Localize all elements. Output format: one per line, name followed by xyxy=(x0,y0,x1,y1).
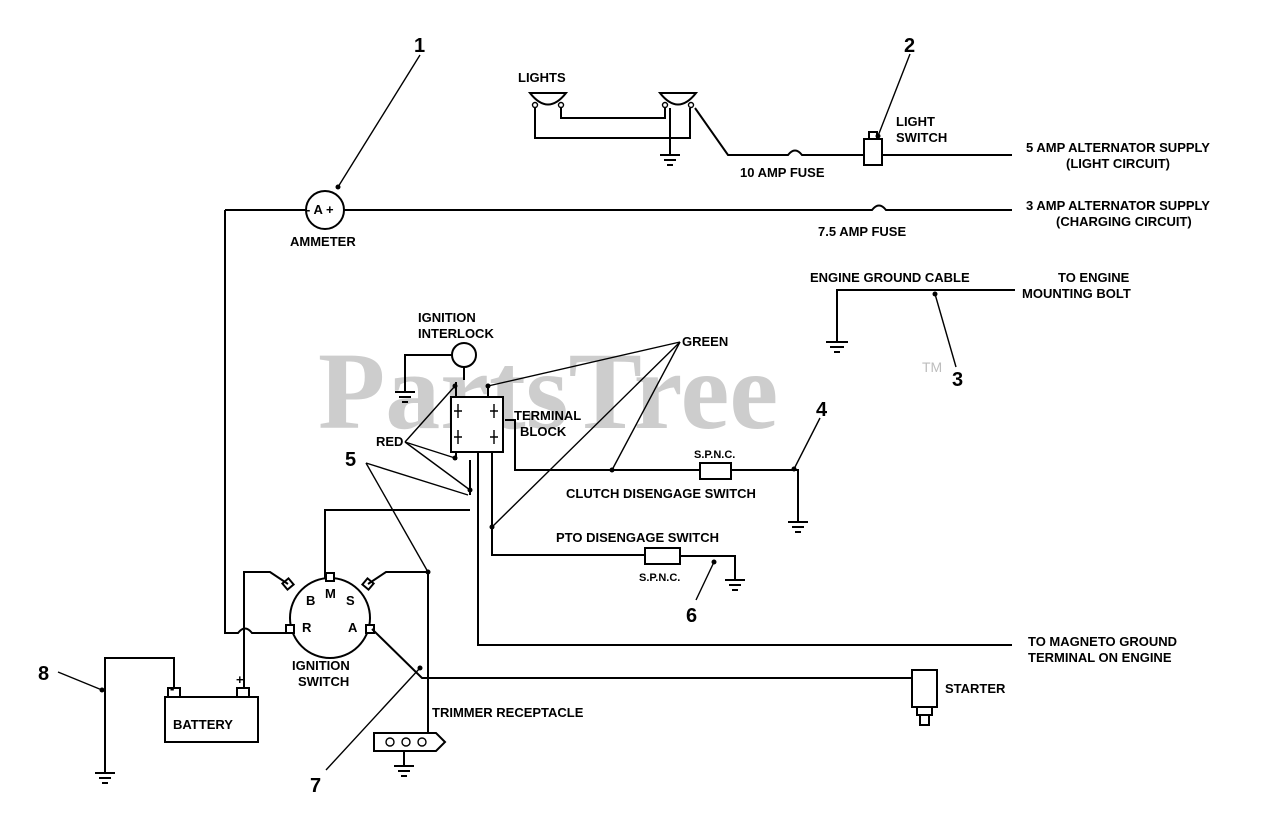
lamp-2-icon xyxy=(657,92,699,106)
magneto-label-2: TERMINAL ON ENGINE xyxy=(1028,650,1172,665)
light-switch-label-1: LIGHT xyxy=(896,114,935,129)
ignition-switch-label-1: IGNITION xyxy=(292,658,350,673)
battery-group xyxy=(95,657,259,784)
light-switch-label-2: SWITCH xyxy=(896,130,947,145)
ign-terminal-b: B xyxy=(306,593,315,608)
callout-1: 1 xyxy=(414,35,425,57)
lights-label: LIGHTS xyxy=(518,70,566,85)
starter-icon xyxy=(911,669,938,708)
battery-label: BATTERY xyxy=(173,717,233,732)
green-wire-label: GREEN xyxy=(682,334,728,349)
ignition-switch-label-2: SWITCH xyxy=(298,674,349,689)
battery-minus: - xyxy=(170,681,174,696)
engine-bolt-label-1: TO ENGINE xyxy=(1058,270,1130,285)
callout-6: 6 xyxy=(686,605,697,627)
starter-label: STARTER xyxy=(945,681,1006,696)
red-wire-label: RED xyxy=(376,434,403,449)
lights-circuit xyxy=(527,92,1012,166)
fuse-75-label: 7.5 AMP FUSE xyxy=(818,224,906,239)
ignition-interlock-icon xyxy=(451,342,477,368)
trimmer-group xyxy=(373,732,447,777)
ign-terminal-s: S xyxy=(346,593,355,608)
callout-4: 4 xyxy=(816,399,828,421)
spnc-pto-label: S.P.N.C. xyxy=(639,572,680,584)
ammeter-symbol: - A + xyxy=(306,202,334,217)
engine-bolt-label-2: MOUNTING BOLT xyxy=(1022,286,1131,301)
watermark-tm: TM xyxy=(922,359,942,375)
ignition-switch-group xyxy=(243,571,916,737)
callout-5: 5 xyxy=(345,449,356,471)
callout-3: 3 xyxy=(952,369,963,391)
spnc-clutch-label: S.P.N.C. xyxy=(694,449,735,461)
ammeter-label: AMMETER xyxy=(290,234,356,249)
charging-supply-label-2: (CHARGING CIRCUIT) xyxy=(1056,214,1192,229)
engine-ground xyxy=(826,289,1015,353)
fuse-10-label: 10 AMP FUSE xyxy=(740,165,825,180)
terminal-block-icon xyxy=(450,396,504,453)
ign-terminal-m: M xyxy=(325,586,336,601)
ign-terminal-a: A xyxy=(348,620,358,635)
light-supply-label-2: (LIGHT CIRCUIT) xyxy=(1066,156,1170,171)
battery-icon xyxy=(164,696,259,743)
charging-supply-label-1: 3 AMP ALTERNATOR SUPPLY xyxy=(1026,198,1210,213)
magneto-label-1: TO MAGNETO GROUND xyxy=(1028,634,1177,649)
leader-lines xyxy=(57,53,957,771)
callout-7: 7 xyxy=(310,775,321,797)
lamp-1-icon xyxy=(527,92,569,106)
pto-switch-label: PTO DISENGAGE SWITCH xyxy=(556,530,719,545)
trimmer-label: TRIMMER RECEPTACLE xyxy=(432,705,584,720)
terminal-block-label-2: BLOCK xyxy=(520,424,567,439)
clutch-switch-label: CLUTCH DISENGAGE SWITCH xyxy=(566,486,756,501)
callout-8: 8 xyxy=(38,663,49,685)
engine-ground-label: ENGINE GROUND CABLE xyxy=(810,270,970,285)
interlock-block xyxy=(324,342,1012,646)
pto-switch-icon xyxy=(644,547,681,565)
watermark: PartsTree xyxy=(318,330,778,452)
clutch-switch-icon xyxy=(699,462,732,480)
interlock-label-2: INTERLOCK xyxy=(418,326,494,341)
light-supply-label-1: 5 AMP ALTERNATOR SUPPLY xyxy=(1026,140,1210,155)
interlock-label-1: IGNITION xyxy=(418,310,476,325)
battery-plus: + xyxy=(236,672,244,687)
callout-2: 2 xyxy=(904,35,915,57)
starter-group xyxy=(911,669,938,726)
charging-circuit xyxy=(224,190,1012,634)
light-switch-icon xyxy=(863,138,883,166)
terminal-block-label-1: TERMINAL xyxy=(514,408,581,423)
ign-terminal-r: R xyxy=(302,620,312,635)
